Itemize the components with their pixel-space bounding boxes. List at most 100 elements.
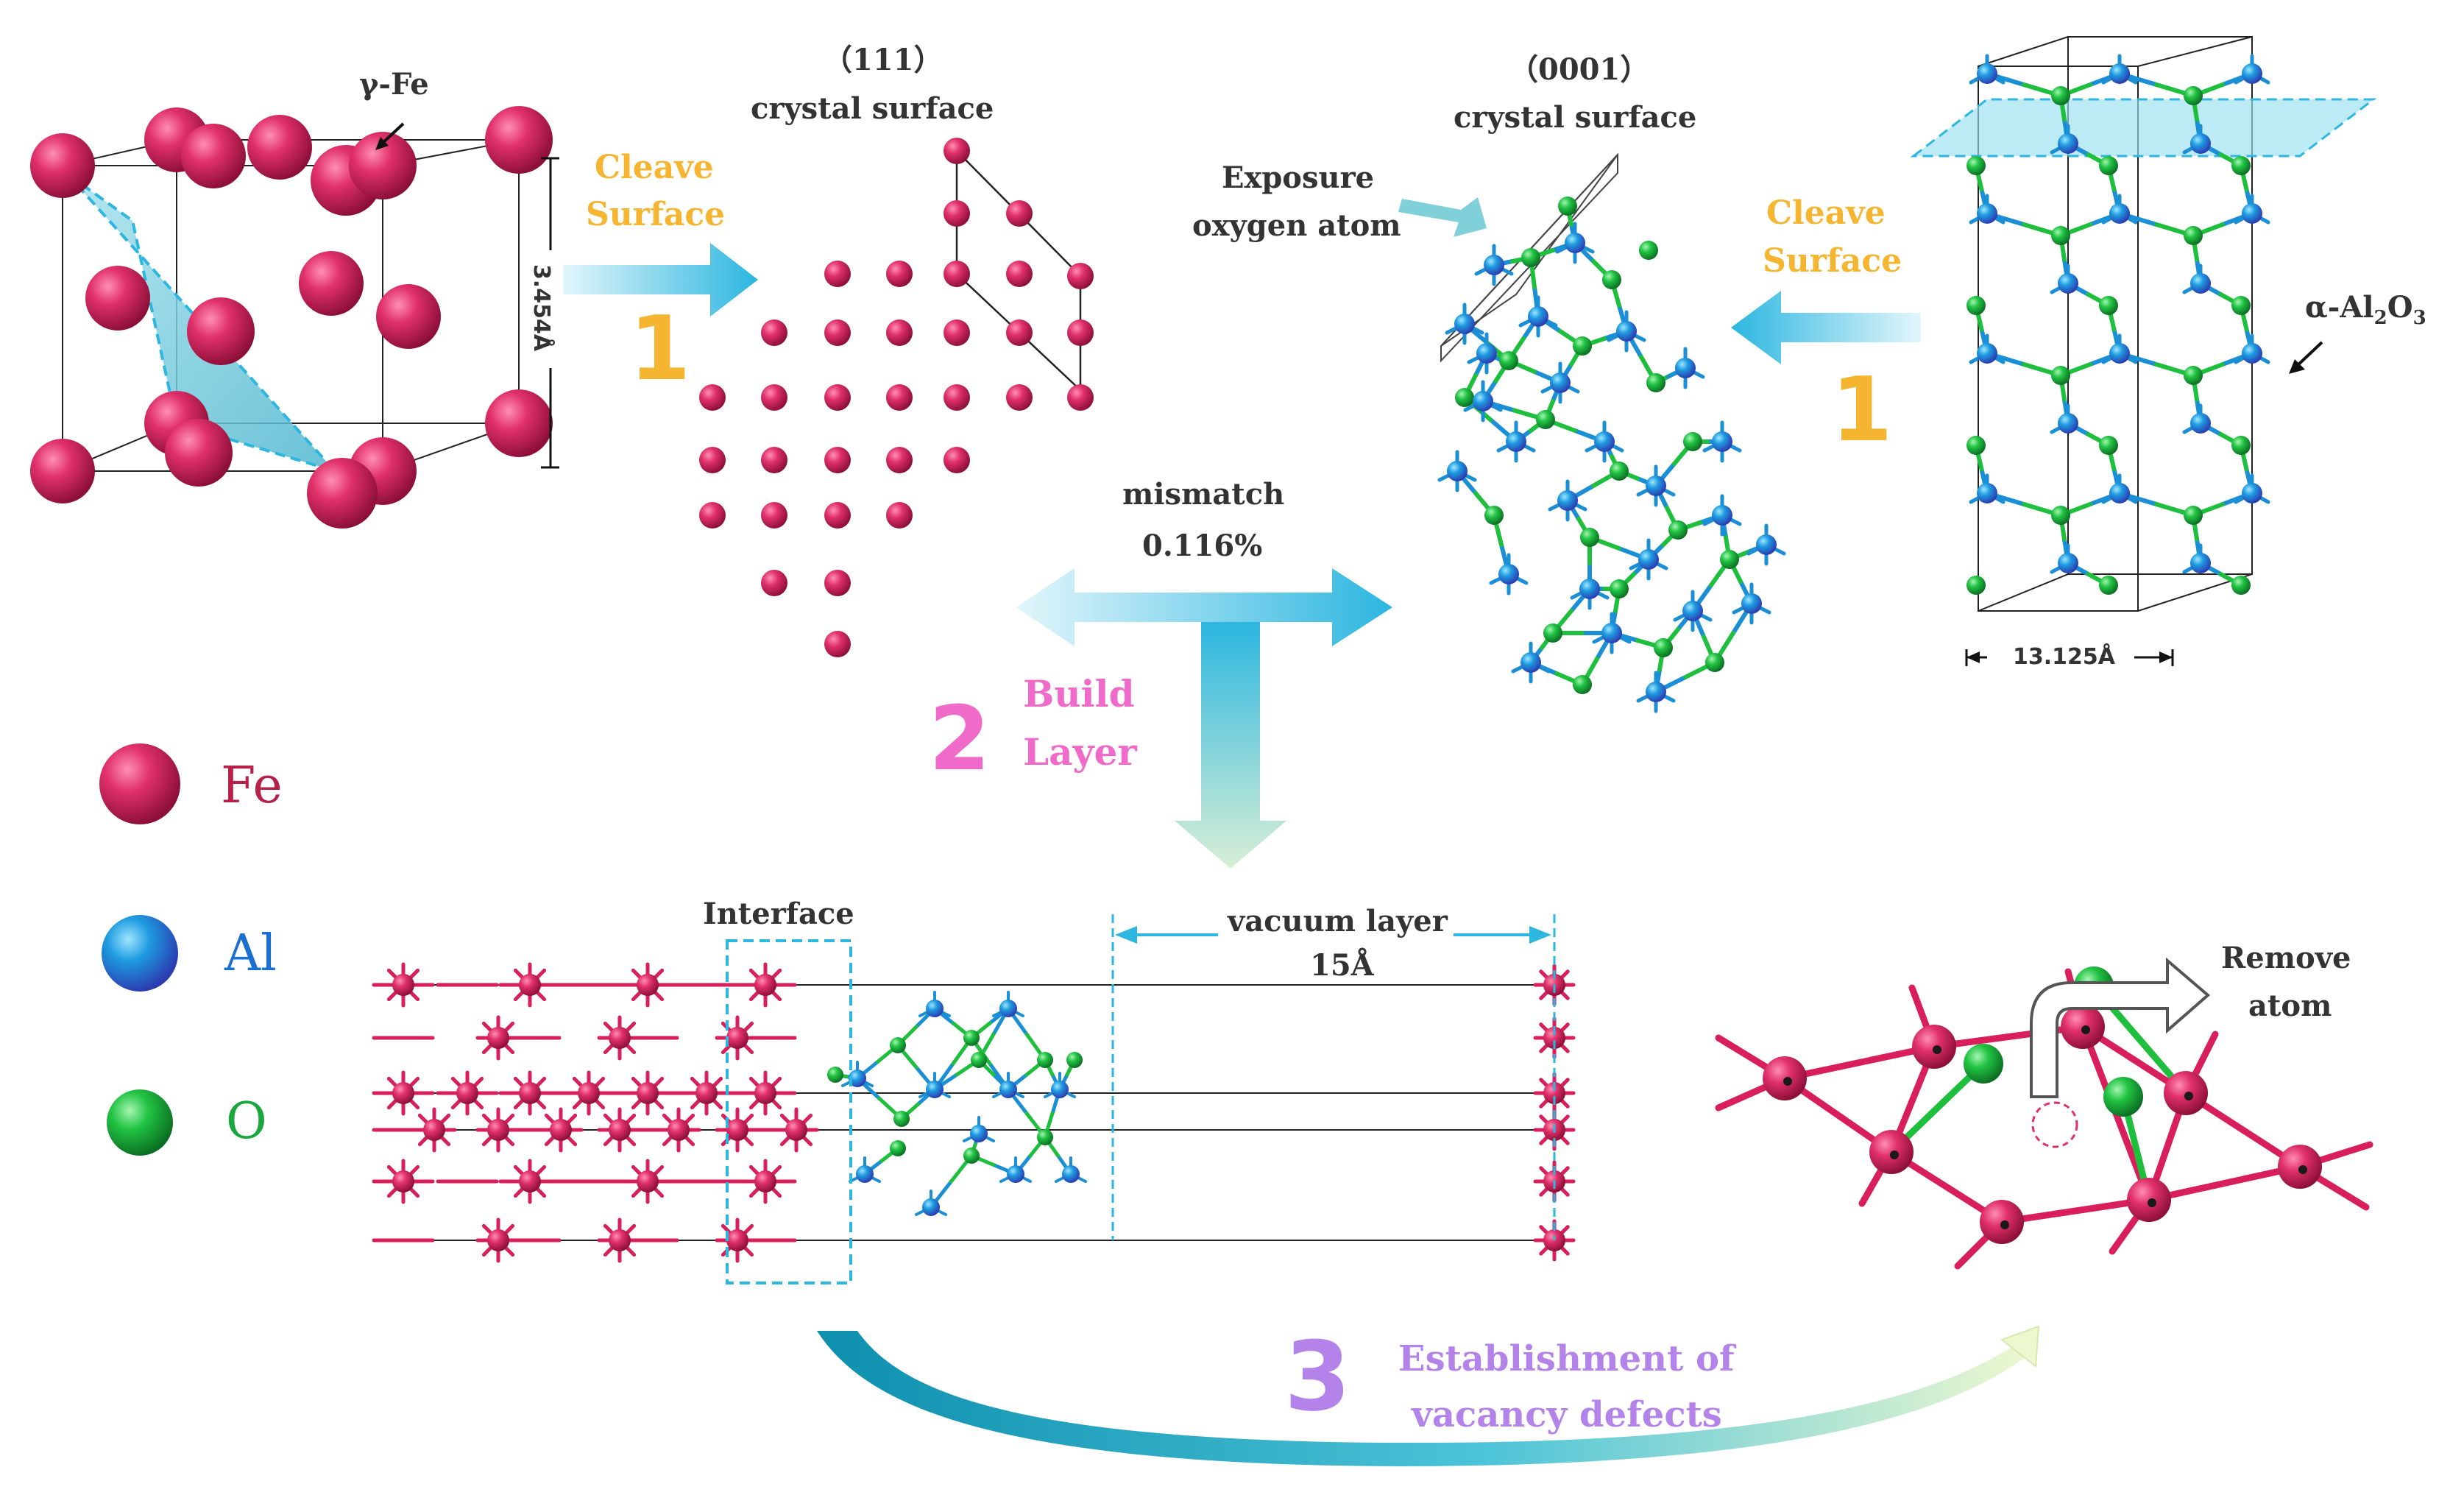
remove-line2: atom bbox=[2248, 989, 2332, 1023]
al-atom bbox=[2242, 483, 2262, 503]
o-atom bbox=[1602, 270, 1621, 289]
o-atom bbox=[1484, 506, 1504, 525]
o-atom bbox=[963, 1148, 980, 1164]
fe-atom bbox=[487, 1119, 509, 1141]
al-atom bbox=[1712, 431, 1732, 452]
vacancy-site bbox=[2031, 1101, 2078, 1148]
o-atom bbox=[1499, 351, 1518, 370]
fe-atom bbox=[824, 384, 851, 411]
cleave-left-line1: Cleave bbox=[595, 149, 714, 186]
fe-atom-center bbox=[1933, 1045, 1941, 1054]
o-atom bbox=[2231, 156, 2251, 175]
fe-atom-center bbox=[2081, 1025, 2090, 1034]
fe-atom bbox=[761, 570, 787, 596]
fe-atom bbox=[487, 1229, 509, 1251]
fe-atom bbox=[824, 319, 851, 346]
al-atom bbox=[1528, 306, 1548, 327]
al-atom bbox=[999, 1081, 1017, 1098]
bond bbox=[1930, 1023, 2086, 1050]
fe-atom bbox=[886, 502, 913, 529]
al2o3-label-mid: O bbox=[2387, 290, 2413, 325]
o-atom bbox=[893, 1111, 910, 1127]
al-atom bbox=[926, 1081, 944, 1098]
fe-atom bbox=[944, 200, 970, 227]
al-atom bbox=[1557, 490, 1578, 511]
al-atom bbox=[2109, 203, 2130, 224]
al2o3-0001-surface bbox=[1398, 152, 1786, 713]
o-atom bbox=[2051, 86, 2070, 105]
al-atom bbox=[2058, 133, 2078, 154]
o-atom bbox=[2103, 1077, 2143, 1117]
o-atom bbox=[1966, 436, 1986, 455]
al-atom bbox=[1473, 391, 1493, 411]
al-atom bbox=[1616, 321, 1637, 342]
surface-0001-index: （0001） bbox=[1509, 52, 1650, 87]
o-atom bbox=[1037, 1052, 1053, 1068]
al2o3-dimension: 13.125Å bbox=[2013, 644, 2115, 670]
fe-atom bbox=[519, 1170, 541, 1192]
o-atom bbox=[1580, 528, 1599, 547]
al-atom bbox=[1498, 564, 1519, 584]
fe-atom bbox=[181, 124, 246, 188]
interface-box bbox=[726, 939, 852, 1284]
vacancy-curve-arrow bbox=[817, 1325, 2040, 1466]
fe-atom bbox=[944, 319, 970, 346]
cleave-right-line1: Cleave bbox=[1766, 194, 1886, 232]
al-atom bbox=[1646, 476, 1666, 496]
fe-atom bbox=[456, 1082, 478, 1104]
al-atom bbox=[970, 1125, 988, 1142]
legend-al-atom bbox=[102, 915, 178, 992]
fe-atom bbox=[1006, 200, 1033, 227]
al-atom bbox=[2058, 553, 2078, 573]
fe-atom bbox=[487, 1027, 509, 1049]
al-atom bbox=[2190, 273, 2211, 294]
fe-atom bbox=[349, 132, 417, 199]
al-atom bbox=[2109, 483, 2130, 503]
o-atom bbox=[1573, 336, 1592, 356]
o-atom bbox=[1610, 462, 1629, 481]
o-atom bbox=[2184, 86, 2203, 105]
exposure-oxygen-arrow bbox=[1398, 197, 1487, 237]
bond bbox=[2182, 1089, 2304, 1170]
fe-atom bbox=[824, 261, 851, 287]
o-atom bbox=[2099, 156, 2118, 175]
al-atom bbox=[1007, 1165, 1024, 1183]
o-atom bbox=[1543, 623, 1562, 643]
fe-atom bbox=[609, 1119, 631, 1141]
fe-atom bbox=[726, 1027, 748, 1049]
fe-atom bbox=[550, 1119, 572, 1141]
al-atom bbox=[1594, 431, 1615, 452]
exposure-line2: oxygen atom bbox=[1192, 208, 1401, 243]
al-atom bbox=[1579, 579, 1600, 599]
fe-atom bbox=[886, 447, 913, 473]
o-atom bbox=[1646, 373, 1665, 392]
fe-atom bbox=[824, 631, 851, 657]
fe-atom bbox=[886, 384, 913, 411]
fe-atom-center bbox=[1890, 1151, 1899, 1159]
fe-atom-center bbox=[2148, 1198, 2156, 1207]
legend-fe-label: Fe bbox=[221, 757, 283, 815]
o-atom bbox=[1573, 675, 1592, 694]
o-atom bbox=[2051, 226, 2070, 245]
o-atom bbox=[1558, 197, 1577, 216]
cleave-right-line2: Surface bbox=[1763, 242, 1902, 280]
o-atom bbox=[1455, 388, 1474, 407]
o-atom bbox=[1654, 638, 1673, 657]
surface-0001-label: crystal surface bbox=[1454, 100, 1697, 135]
al-atom bbox=[1565, 233, 1585, 253]
fe-atom-center bbox=[1783, 1077, 1792, 1086]
fe-atom bbox=[165, 419, 233, 487]
step3-line1: Establishment of bbox=[1398, 1338, 1735, 1379]
o-atom bbox=[1966, 576, 1986, 595]
al2o3-sub2: 3 bbox=[2412, 307, 2426, 329]
o-atom bbox=[2099, 576, 2118, 595]
o-atom bbox=[1668, 520, 1688, 540]
al-atom bbox=[1051, 1081, 1069, 1098]
remove-atom-arrow bbox=[2030, 957, 2211, 1098]
fe-atom bbox=[761, 319, 787, 346]
o-atom bbox=[1066, 1052, 1083, 1068]
fe-atom bbox=[1006, 384, 1033, 411]
o-atom bbox=[1536, 410, 1555, 429]
fe-atom bbox=[726, 1229, 748, 1251]
